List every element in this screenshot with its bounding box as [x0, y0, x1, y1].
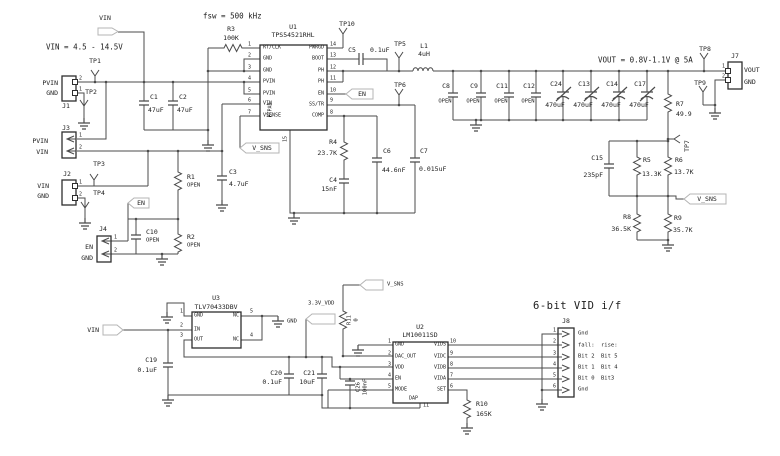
en-flag-u1	[345, 88, 374, 100]
junction-dots	[93, 69, 717, 410]
r3-symbol	[221, 44, 245, 52]
r9-symbol	[664, 211, 672, 235]
ground-symbols	[77, 107, 722, 435]
ground-icon	[708, 107, 722, 120]
u3-outline	[191, 311, 242, 349]
connector-j2	[61, 179, 78, 206]
tp7-icon	[667, 134, 681, 144]
ground-icon	[155, 253, 169, 266]
ground-icon	[287, 212, 301, 225]
tp5-icon	[394, 51, 404, 65]
ground-icon	[460, 422, 474, 435]
tp8-icon	[699, 52, 709, 66]
ground-icon	[201, 139, 215, 152]
vin-top-flag	[97, 27, 119, 36]
r2-symbol	[174, 231, 182, 255]
r4-symbol	[340, 139, 348, 163]
resistor-symbols	[174, 44, 672, 421]
tp1-icon	[90, 69, 100, 83]
ground-icon	[469, 119, 483, 132]
tp3-icon	[89, 173, 99, 187]
r1-symbol	[174, 169, 182, 193]
ground-icon	[661, 239, 675, 252]
r8-symbol	[633, 211, 641, 235]
vsns-flag-fb	[683, 193, 727, 205]
connector-j7	[725, 61, 743, 90]
polarized-capacitor-symbols	[555, 86, 656, 102]
wire-segments	[77, 31, 728, 423]
connector-j3	[61, 131, 77, 159]
r6-symbol	[664, 154, 672, 178]
connector-j8	[557, 327, 575, 398]
r5-symbol	[633, 154, 641, 178]
r11-symbol	[339, 308, 347, 332]
ground-icon	[161, 394, 175, 407]
connector-j4	[96, 235, 112, 263]
ground-icon	[215, 199, 229, 212]
vin-bottom-flag	[102, 324, 124, 336]
vsns-flag-u1	[239, 142, 280, 154]
capacitor-symbols	[131, 53, 614, 386]
u2-outline	[392, 341, 449, 404]
u1-outline	[259, 44, 328, 131]
testpoint-symbols	[79, 27, 709, 215]
tp6-icon	[394, 88, 404, 102]
tp9-icon	[698, 85, 708, 99]
net-flags	[97, 27, 727, 336]
ground-icon	[271, 315, 285, 328]
en-flag-j4	[127, 197, 150, 209]
ground-icon	[351, 344, 365, 357]
inductor-l1-symbol	[412, 67, 434, 72]
tp10-icon	[338, 27, 348, 41]
connector-j1	[61, 75, 78, 102]
r10-symbol	[463, 397, 471, 421]
ground-icon	[77, 117, 91, 130]
v33-flag	[305, 313, 336, 325]
ground-icon	[535, 398, 549, 411]
ground-icon	[160, 311, 174, 324]
vsns-flag-u2	[359, 279, 384, 291]
ground-icon	[78, 217, 92, 230]
r7-symbol	[664, 91, 672, 115]
